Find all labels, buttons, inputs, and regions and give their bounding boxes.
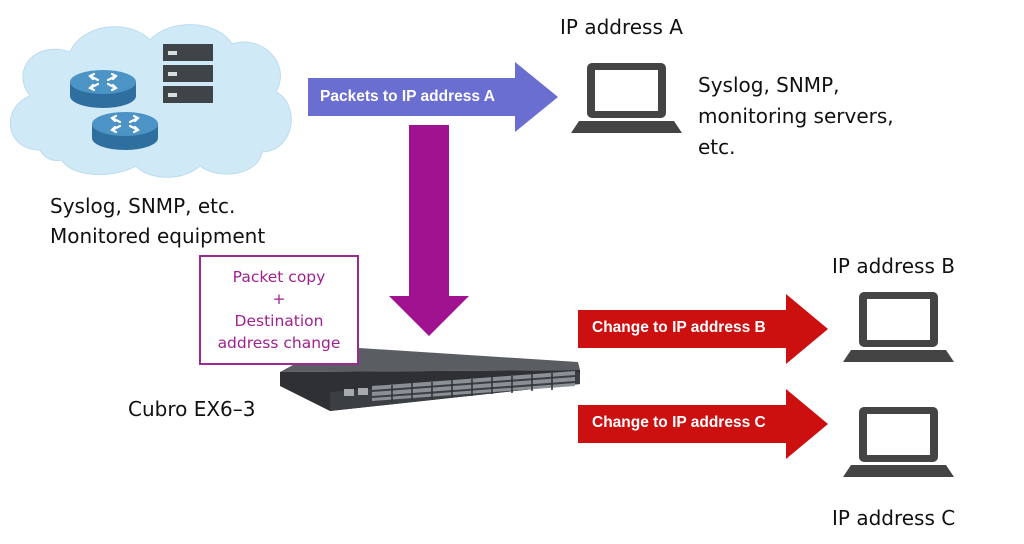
router-icon xyxy=(92,112,158,150)
arrow-to-ip-a-label: Packets to IP address A xyxy=(320,88,495,105)
server-icon xyxy=(163,44,213,103)
router-icon xyxy=(70,70,136,108)
arrow-to-ip-b xyxy=(578,294,828,364)
arrow-to-ip-c-label: Change to IP address C xyxy=(592,414,766,431)
ip-address-b-label: IP address B xyxy=(832,254,955,278)
arrow-packet-copy xyxy=(389,125,469,336)
servers-label-line: Syslog, SNMP, xyxy=(698,73,840,97)
arrow-to-ip-c xyxy=(578,389,828,459)
callout-line: Destination xyxy=(234,312,324,330)
laptop-icon xyxy=(843,407,954,477)
cloud-shape xyxy=(9,24,292,178)
equipment-cloud xyxy=(9,24,292,178)
device-label: Cubro EX6–3 xyxy=(128,397,256,421)
arrow-to-ip-b-label: Change to IP address B xyxy=(592,319,766,336)
monitored-label-line: Monitored equipment xyxy=(50,224,266,248)
callout-line: address change xyxy=(217,334,341,352)
packet-copy-callout: Packet copy + Destination address change xyxy=(199,255,359,365)
ip-address-c-label: IP address C xyxy=(832,506,956,530)
arrow-to-ip-a xyxy=(308,62,558,132)
monitored-label-line: Syslog, SNMP, etc. xyxy=(50,194,236,218)
monitored-equipment-label: Syslog, SNMP, etc. Monitored equipment xyxy=(50,191,265,251)
ip-address-a-label: IP address A xyxy=(560,15,683,39)
servers-label-line: monitoring servers, xyxy=(698,104,894,128)
servers-label-line: etc. xyxy=(698,135,736,159)
laptop-icon xyxy=(843,292,954,362)
callout-line: + xyxy=(272,290,286,308)
callout-line: Packet copy xyxy=(232,268,326,286)
laptop-icon xyxy=(571,63,682,133)
servers-label: Syslog, SNMP, monitoring servers, etc. xyxy=(698,70,894,163)
